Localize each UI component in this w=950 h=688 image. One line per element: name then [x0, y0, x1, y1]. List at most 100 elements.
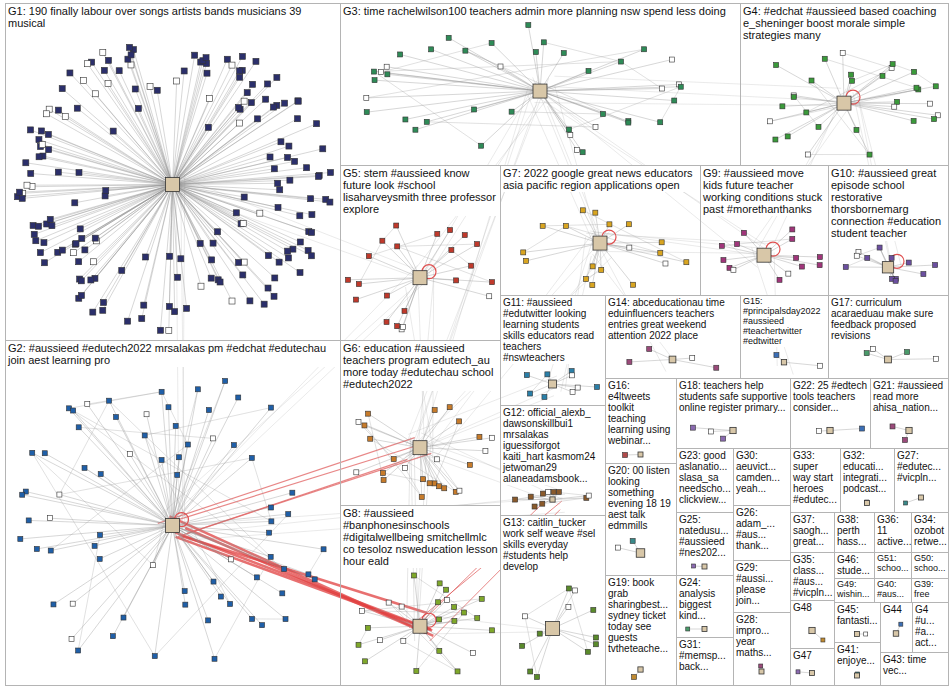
vertex-icon — [223, 378, 228, 383]
edge-line — [36, 185, 173, 241]
vertex-icon — [229, 557, 234, 562]
vertex-icon — [62, 114, 68, 120]
edge-line — [173, 381, 226, 526]
edge-line — [173, 493, 293, 526]
vertex-icon — [70, 601, 75, 606]
vertex-icon — [69, 637, 74, 642]
vertex-icon — [36, 223, 42, 229]
vertex-icon — [432, 481, 437, 486]
hub-avatar — [906, 427, 912, 433]
group-label: G9: #aussieed move kids future teacher w… — [701, 166, 828, 216]
edge-line — [41, 146, 173, 184]
group-label: G34: ozobot retwe... — [912, 513, 948, 548]
edge-line — [590, 231, 760, 255]
edge-line — [540, 62, 621, 91]
vertex-icon — [174, 78, 180, 84]
hub-avatar — [809, 627, 815, 633]
group-label: G17: curriculum acaraeduau make sure fee… — [829, 296, 948, 342]
vertex-icon — [541, 40, 546, 45]
edge-line — [173, 119, 298, 185]
hub-avatar — [549, 380, 557, 388]
edge-line — [369, 256, 420, 278]
vertex-icon — [267, 154, 273, 160]
edge-line — [39, 157, 172, 185]
edge-line — [173, 59, 228, 184]
vertex-icon — [627, 359, 632, 364]
vertex-icon — [854, 253, 859, 258]
edge-line — [108, 60, 172, 184]
edge-line — [405, 468, 422, 497]
vertex-icon — [206, 408, 211, 413]
vertex-icon — [92, 91, 98, 97]
vertex-icon — [906, 260, 911, 265]
edge-line — [600, 243, 665, 263]
vertex-icon — [28, 170, 34, 176]
vertex-icon — [297, 213, 303, 219]
vertex-icon — [182, 589, 187, 594]
vertex-icon — [533, 50, 538, 55]
edge-line — [69, 408, 172, 525]
vertex-icon — [254, 575, 259, 580]
vertex-icon — [271, 293, 277, 299]
edge-line — [784, 362, 820, 366]
vertex-icon — [818, 363, 823, 368]
vertex-icon — [526, 23, 531, 28]
vertex-icon — [678, 84, 683, 89]
vertex-icon — [394, 223, 399, 228]
edge-line — [173, 107, 274, 185]
hub-avatar — [882, 262, 893, 273]
vertex-icon — [864, 632, 868, 636]
vertex-icon — [537, 631, 542, 636]
vertex-icon — [556, 490, 561, 495]
edge-line — [79, 427, 213, 438]
group-label: G20: 00 listen looking something evening… — [606, 464, 676, 532]
group-label: G21: #aussieed read more ahisa_nation... — [871, 379, 948, 414]
edge-line — [420, 618, 477, 626]
edge-line — [128, 59, 173, 184]
vertex-icon — [921, 272, 926, 277]
edge-line — [73, 526, 173, 604]
vertex-icon — [731, 267, 736, 272]
edge-line — [403, 641, 457, 671]
vertex-icon — [240, 220, 246, 226]
edge-line — [173, 526, 315, 580]
edge-line — [133, 50, 172, 185]
vertex-icon — [849, 72, 854, 77]
edge-line — [846, 266, 888, 267]
vertex-icon — [241, 194, 247, 200]
edge-line — [420, 437, 479, 448]
vertex-icon — [294, 116, 300, 122]
vertex-icon — [790, 227, 795, 232]
vertex-icon — [889, 255, 894, 260]
vertex-icon — [304, 165, 310, 171]
vertex-icon — [490, 435, 495, 440]
group-label: G32: educati... integrati... podcast... — [841, 449, 894, 495]
group-label: G2: #aussieed #edutech2022 mrsalakas pm … — [6, 341, 340, 367]
vertex-icon — [786, 271, 791, 276]
edge-line — [366, 91, 540, 98]
edge-line — [85, 185, 173, 250]
vertex-icon — [101, 67, 107, 73]
vertex-icon — [545, 372, 550, 377]
edge-line — [173, 183, 278, 184]
vertex-icon — [528, 494, 533, 499]
vertex-icon — [864, 351, 869, 356]
cluster — [809, 627, 825, 642]
edge-line — [32, 453, 155, 656]
vertex-icon — [483, 448, 488, 453]
edge-line — [420, 448, 485, 451]
edge-line — [914, 72, 936, 86]
vertex-icon — [817, 263, 822, 268]
edge-line — [359, 626, 420, 645]
edge-line — [173, 84, 253, 184]
vertex-icon — [286, 143, 292, 149]
vertex-icon — [286, 512, 291, 517]
cluster — [774, 353, 823, 369]
vertex-icon — [278, 139, 284, 145]
group-label: G6: education #aussieed teachers program… — [341, 341, 500, 391]
edge-line — [540, 49, 644, 91]
vertex-icon — [181, 68, 187, 74]
vertex-icon — [308, 196, 314, 202]
vertex-icon — [237, 68, 243, 74]
vertex-icon — [91, 259, 97, 265]
